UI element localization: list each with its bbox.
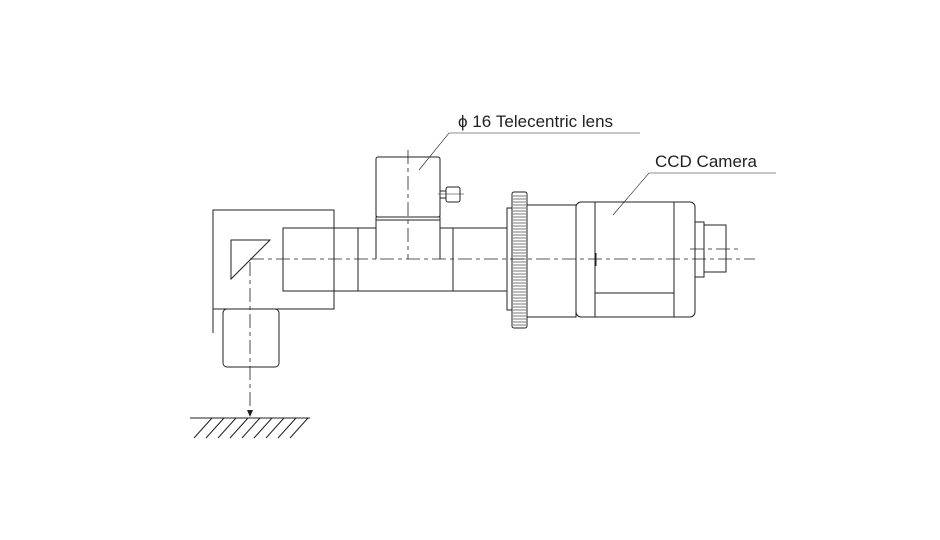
lens-leader	[418, 132, 640, 171]
lower-tube	[222, 308, 280, 368]
camera-leader	[612, 172, 776, 216]
ground-surface	[190, 417, 310, 439]
hatch-line	[229, 417, 249, 439]
hatch-line	[265, 417, 285, 439]
hatch-line	[193, 417, 213, 439]
arrow-head	[247, 410, 253, 417]
hatch-line	[241, 417, 261, 439]
hatch-line	[217, 417, 237, 439]
lens-label: ϕ 16 Telecentric lens	[458, 112, 613, 131]
telecentric-lens	[282, 156, 508, 292]
mirror-housing	[212, 209, 335, 368]
hatch-line	[205, 417, 225, 439]
hatch-line	[277, 417, 297, 439]
camera-label: CCD Camera	[655, 152, 758, 171]
ccd-camera	[506, 191, 727, 329]
hatch-line	[289, 417, 309, 439]
knurled-ring	[511, 191, 528, 329]
hatch-line	[253, 417, 273, 439]
adjust-knob	[445, 186, 461, 203]
prism	[230, 239, 272, 281]
